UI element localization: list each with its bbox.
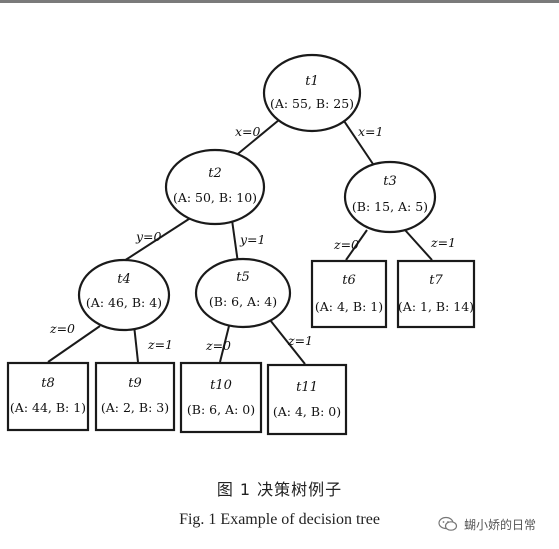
edge-t4-t8 [47, 325, 101, 363]
watermark: 蝴小娇的日常 [438, 514, 536, 534]
leaf-t10-values: (B: 6, A: 0) [187, 402, 255, 417]
node-t5: t5 (B: 6, A: 4) [194, 257, 292, 329]
leaf-t11-values: (A: 4, B: 0) [273, 404, 341, 419]
edge-label-t4-t9: z=1 [147, 337, 173, 352]
leaf-t10-name: t10 [210, 378, 232, 393]
node-t2-name: t2 [208, 166, 222, 181]
node-t4: t4 (A: 46, B: 4) [77, 258, 171, 332]
node-t4-values: (A: 46, B: 4) [86, 295, 162, 310]
edge-label-t4-t8: z=0 [49, 321, 75, 336]
leaf-t6-values: (A: 4, B: 1) [315, 299, 383, 314]
node-t3-name: t3 [383, 174, 397, 189]
edge-label-t3-t7: z=1 [430, 235, 456, 250]
node-t1-values: (A: 55, B: 25) [270, 96, 354, 111]
leaf-t9-name: t9 [128, 376, 142, 391]
leaf-t7-name: t7 [429, 273, 443, 288]
node-t2-values: (A: 50, B: 10) [173, 190, 257, 205]
leaf-t6: t6 (A: 4, B: 1) [310, 259, 388, 329]
leaf-t11: t11 (A: 4, B: 0) [266, 363, 348, 436]
edge-label-t1-t3: x=1 [358, 124, 383, 139]
edge-t4-t9 [133, 324, 139, 363]
edge-label-t2-t4: y=0 [135, 229, 162, 244]
edge-label-t5-t11: z=1 [287, 333, 313, 348]
edge-t1-t3 [339, 114, 376, 168]
node-t1: t1 (A: 55, B: 25) [262, 53, 362, 133]
leaf-t9-values: (A: 2, B: 3) [101, 400, 169, 415]
node-t1-name: t1 [305, 74, 319, 89]
node-t5-values: (B: 6, A: 4) [209, 294, 277, 309]
node-t3: t3 (B: 15, A: 5) [343, 160, 437, 234]
leaf-t6-name: t6 [342, 273, 356, 288]
leaf-t11-name: t11 [296, 380, 318, 395]
leaf-t8-values: (A: 44, B: 1) [10, 400, 86, 415]
edge-t2-t5 [231, 219, 239, 264]
edge-label-t3-t6: z=0 [333, 237, 359, 252]
edge-t3-t6 [345, 229, 368, 261]
edge-t5-t10 [219, 325, 230, 363]
node-t2: t2 (A: 50, B: 10) [164, 148, 266, 226]
leaf-t8: t8 (A: 44, B: 1) [6, 361, 90, 432]
watermark-text: 蝴小娇的日常 [464, 517, 537, 532]
node-t5-name: t5 [236, 270, 250, 285]
figure-caption-english: Fig. 1 Example of decision tree [179, 511, 380, 528]
node-t3-values: (B: 15, A: 5) [352, 199, 428, 214]
edge-label-t2-t5: y=1 [239, 232, 266, 247]
edge-t3-t7 [404, 229, 433, 261]
leaf-t10: t10 (B: 6, A: 0) [179, 361, 263, 434]
leaf-t8-name: t8 [41, 376, 55, 391]
figure-caption-chinese: 图 1 决策树例子 [216, 480, 343, 499]
wechat-icon [438, 516, 458, 531]
edge-label-t1-t2: x=0 [235, 124, 261, 139]
leaf-t7-values: (A: 1, B: 14) [398, 299, 474, 314]
edge-t5-t11 [269, 319, 306, 365]
node-t4-name: t4 [117, 272, 131, 287]
leaf-t9: t9 (A: 2, B: 3) [94, 361, 176, 432]
leaf-t7: t7 (A: 1, B: 14) [396, 259, 476, 329]
edge-label-t5-t10: z=0 [205, 338, 231, 353]
top-border [0, 0, 559, 3]
